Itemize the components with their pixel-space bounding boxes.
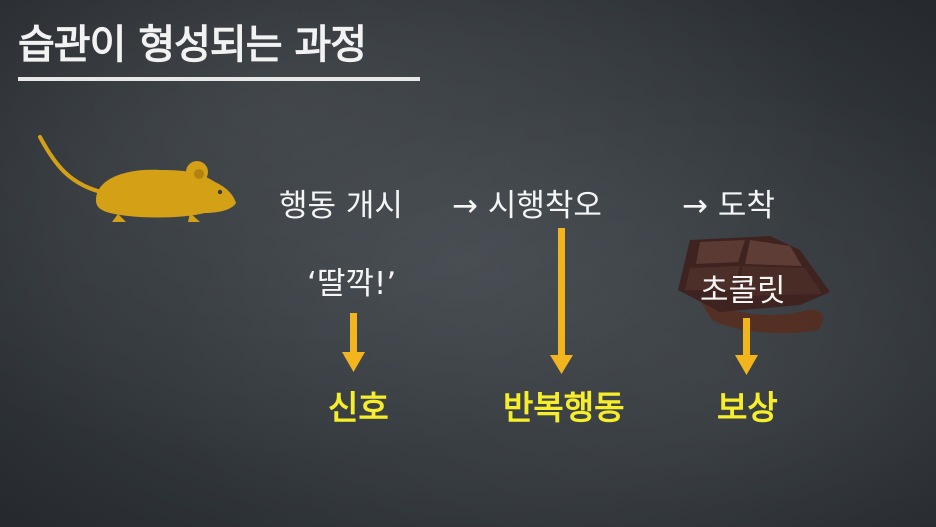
chocolate-label: 초콜릿 bbox=[700, 265, 786, 310]
cue-label: 신호 bbox=[328, 381, 389, 429]
reward-label: 보상 bbox=[717, 381, 778, 429]
routine-label: 반복행동 bbox=[503, 381, 624, 429]
